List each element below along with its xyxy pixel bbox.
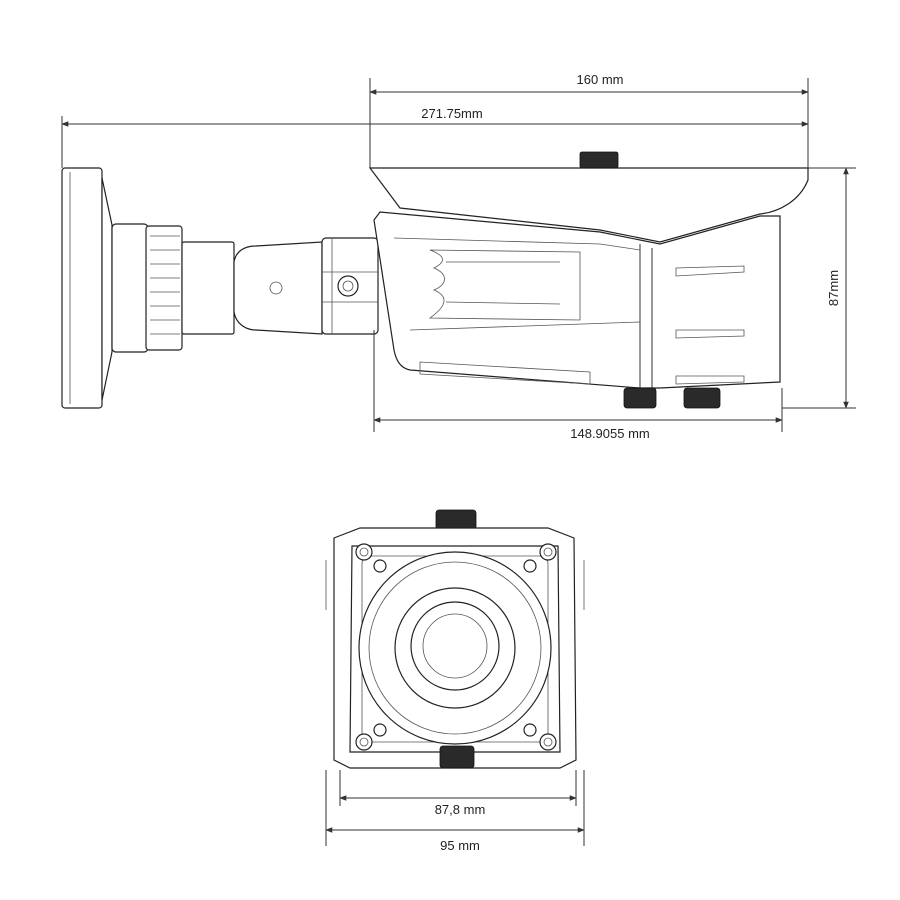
cable-glands [623,387,721,409]
side-view: 160 mm 271.75mm 87mm 148.9055 mm [61,72,856,441]
dimension-body-length: 148.9055 mm [373,330,783,441]
mount-ring [111,223,183,353]
front-view: 87,8 mm 95 mm [325,509,585,853]
dimension-inner-width: 87,8 mm [339,770,577,817]
mount-arm [181,237,379,335]
corner-screws [355,543,557,751]
top-knob [435,509,477,531]
dim-label-148: 148.9055 mm [570,426,650,441]
dim-label-87: 87mm [826,270,841,306]
dimension-outer-width: 95 mm [325,770,585,853]
dim-label-95: 95 mm [440,838,480,853]
sun-shield [368,151,809,243]
dim-label-87-8: 87,8 mm [435,802,486,817]
dimension-height: 87mm [782,167,856,409]
lens [358,551,552,745]
camera-housing [373,211,781,389]
dimension-overall-length: 271.75mm [61,106,809,168]
wall-mount-plate [61,167,113,409]
bottom-knob [439,745,475,769]
dim-label-160: 160 mm [577,72,624,87]
dim-label-271: 271.75mm [421,106,482,121]
